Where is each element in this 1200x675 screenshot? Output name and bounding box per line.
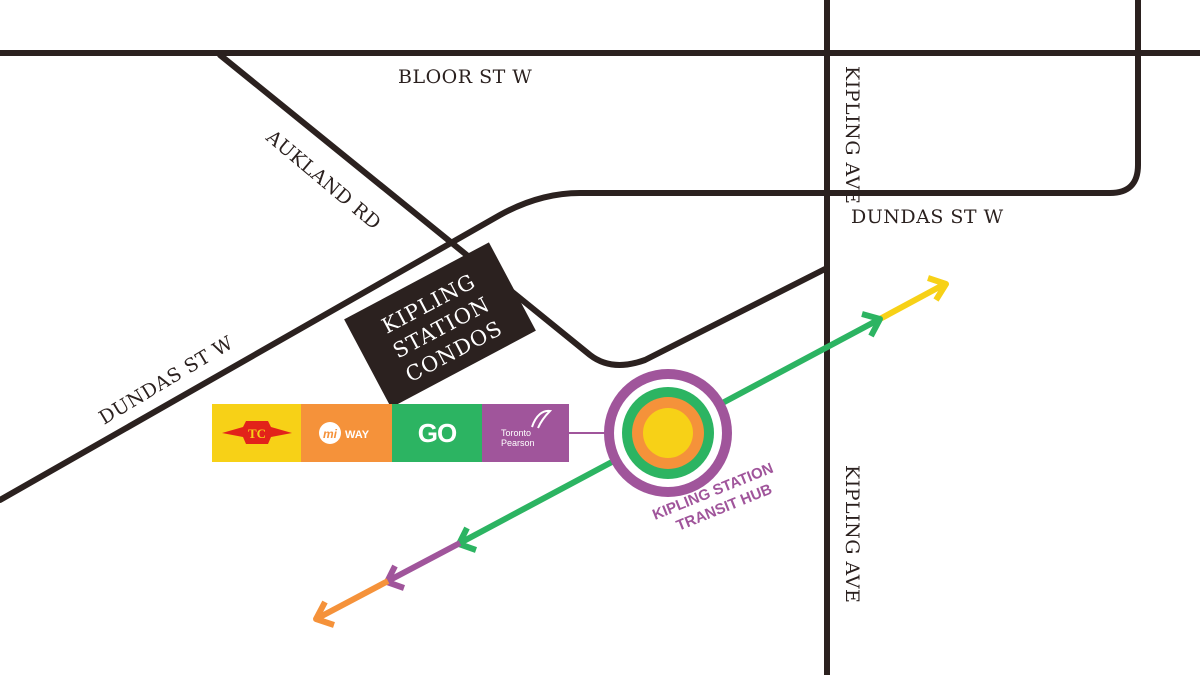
miway-way-text: WAY (345, 429, 370, 441)
road-labels: BLOOR ST W KIPLING AVE KIPLING AVE DUNDA… (95, 66, 1003, 603)
kipling-ave-south-label: KIPLING AVE (841, 465, 863, 603)
orange-arrowhead-icon (313, 600, 335, 628)
go-logo-icon: GO (392, 404, 482, 462)
kipling-ave-north-label: KIPLING AVE (841, 66, 863, 204)
miway-logo-icon: mi WAY (301, 404, 392, 462)
go-text: GO (418, 418, 457, 448)
dundas-st-w-east-road (0, 0, 1141, 503)
miway-mi-text: mi (323, 427, 338, 441)
dundas-st-w-east-label: DUNDAS ST W (851, 206, 1004, 228)
green-arrowhead-ne-icon (861, 311, 883, 338)
transit-hub-marker (604, 369, 732, 497)
yellow-arrowhead-icon (927, 275, 949, 302)
svg-text:TC: TC (248, 426, 266, 441)
pearson-bottom-text: Pearson (501, 438, 535, 448)
kipling-station-condos-logo: KIPLING STATION CONDOS (344, 242, 536, 408)
transit-lines (313, 275, 949, 628)
dundas-connector-road (217, 52, 830, 368)
yellow-line (876, 282, 945, 323)
pearson-top-text: Toronto (501, 428, 531, 438)
orange-line (316, 578, 390, 621)
pearson-leaf-icon (531, 409, 553, 429)
ttc-logo-icon: TC (212, 404, 301, 462)
transit-logo-strip: TC mi WAY GO Toronto Pearson (212, 404, 605, 462)
purple-line (386, 540, 462, 584)
up-express-logo-icon: Toronto Pearson (482, 404, 569, 462)
bloor-st-w-label: BLOOR ST W (398, 66, 532, 88)
